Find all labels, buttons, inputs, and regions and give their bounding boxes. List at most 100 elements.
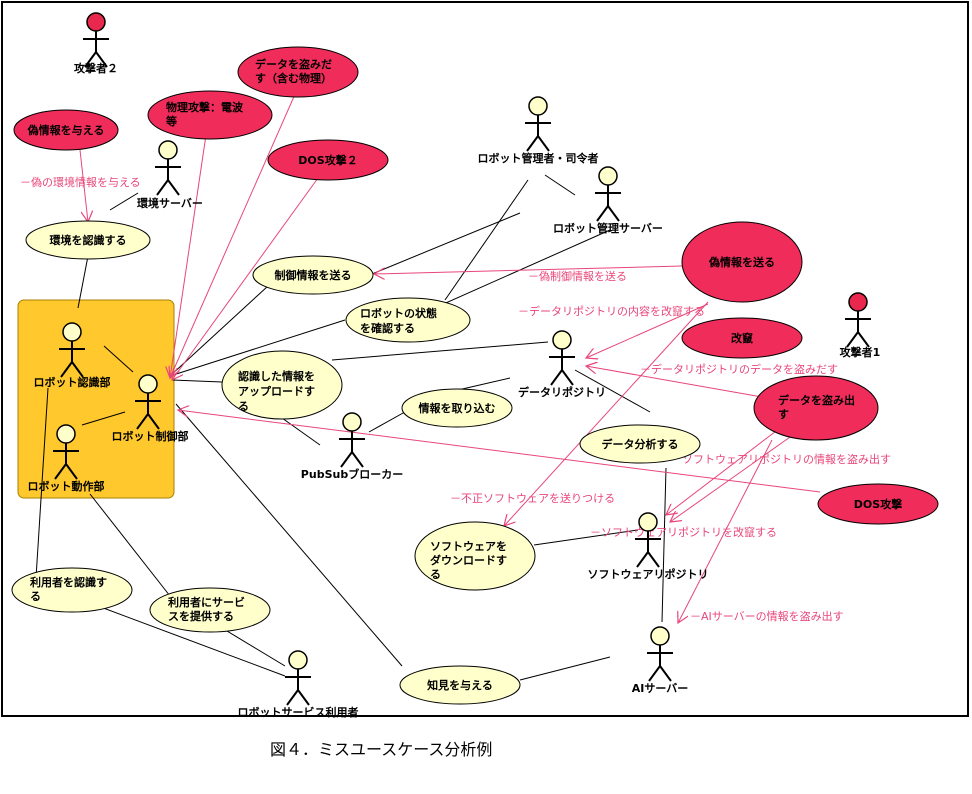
actor-label: ロボットサービス利用者: [238, 705, 359, 719]
actor-leg-right: [71, 361, 84, 378]
attack-label: す（含む物理）: [255, 71, 332, 85]
attack-send-fake-info[interactable]: 偽情報を送る: [681, 221, 803, 303]
use-case-label: ロボットの状態: [360, 306, 437, 320]
actor-leg-left: [526, 135, 539, 152]
actor-leg-left: [636, 551, 649, 568]
use-case-upload-info[interactable]: 認識した情報を アップロードす る: [221, 350, 343, 420]
actor-label: PubSubブローカー: [301, 467, 403, 481]
actor-head: [638, 512, 658, 532]
actor-robot-recog[interactable]: ロボット認識部: [34, 322, 111, 389]
use-case-label: 利用者にサービ: [168, 595, 245, 609]
threat-lines: [79, 91, 821, 623]
actor-head: [528, 96, 548, 116]
use-case-label: アップロードす: [238, 384, 315, 398]
threat-label-steal-ai: －AIサーバーの情報を盗み出す: [690, 609, 844, 623]
use-case-provide-service[interactable]: 利用者にサービ スを提供する: [149, 587, 271, 633]
threat-label-fake-env: －偽の環境情報を与える: [20, 175, 141, 189]
actor-leg-left: [550, 369, 563, 386]
attack-steal-data[interactable]: データを盗み出 す: [753, 375, 879, 441]
actor-leg-left: [596, 205, 609, 222]
actor-pubsub[interactable]: PubSubブローカー: [301, 412, 403, 481]
threat-label-steal-repo: －データリポジトリのデータを盗みだす: [640, 362, 838, 376]
actor-sw-repo[interactable]: ソフトウェアリポジトリ: [588, 512, 709, 581]
actor-head: [138, 374, 158, 394]
actor-label: データリポジトリ: [518, 385, 606, 399]
actor-service-user[interactable]: ロボットサービス利用者: [238, 650, 359, 719]
use-case-label: データ分析する: [602, 437, 679, 451]
attack-label: す: [778, 408, 789, 421]
attack-label: 等: [165, 114, 177, 128]
actor-leg-right: [147, 413, 160, 430]
use-case-label: る: [238, 400, 249, 413]
actor-leg-right: [561, 369, 574, 386]
actor-robot-motion[interactable]: ロボット動作部: [28, 424, 105, 493]
actor-robot-admin[interactable]: ロボット管理者・司令者: [478, 96, 599, 165]
actor-ai-server[interactable]: AIサーバー: [632, 626, 689, 695]
actor-data-repo[interactable]: データリポジトリ: [518, 330, 606, 399]
actor-head: [650, 626, 670, 646]
actor-head: [158, 140, 178, 160]
use-case-label: スを提供する: [168, 609, 234, 623]
use-case-label: 制御情報を送る: [275, 268, 352, 282]
actor-label: ロボット管理サーバー: [553, 221, 663, 235]
attack-label: データを盗み出: [778, 393, 855, 407]
actor-label: ロボット認識部: [34, 375, 111, 389]
attack-label: 偽情報を与える: [27, 123, 105, 137]
use-case-label: を確認する: [360, 321, 415, 335]
threat-label-tamper-repo: －データリポジトリの内容を改竄する: [518, 304, 705, 318]
actor-leg-left: [60, 361, 73, 378]
actor-leg-left: [648, 665, 661, 682]
attack-label: DOS攻撃: [854, 497, 902, 511]
actor-head: [56, 424, 76, 444]
actor-head: [288, 650, 308, 670]
use-case-analyze-data[interactable]: データ分析する: [579, 424, 701, 464]
threat-label-bad-sw: －不正ソフトウェアを送りつける: [450, 491, 615, 505]
attack-tamper[interactable]: 改竄: [681, 317, 803, 359]
actor-label: ロボット制御部: [112, 429, 189, 443]
attack-steal-data-physical[interactable]: データを盗みだ す（含む物理）: [237, 46, 359, 98]
actor-label: ロボット管理者・司令者: [478, 151, 599, 165]
actor-leg-left: [156, 179, 169, 196]
actor-head: [598, 166, 618, 186]
use-case-import-info[interactable]: 情報を取り込む: [401, 388, 513, 428]
actor-leg-right: [647, 551, 660, 568]
actor-head: [342, 412, 362, 432]
attack-give-fake-info[interactable]: 偽情報を与える: [13, 109, 119, 151]
attack-physical[interactable]: 物理攻撃：電波 等: [147, 90, 273, 140]
attack-dos[interactable]: DOS攻撃: [817, 483, 939, 525]
actor-leg-left: [340, 451, 353, 468]
actor-head: [848, 292, 868, 312]
actor-attacker1[interactable]: 攻撃者1: [840, 292, 881, 359]
use-case-label: る: [30, 590, 41, 603]
actor-label: ソフトウェアリポジトリ: [588, 567, 709, 581]
actor-label: 攻撃者２: [74, 61, 118, 75]
use-case-recognize-env[interactable]: 環境を認識する: [25, 220, 151, 260]
actor-robot-mgmt-server[interactable]: ロボット管理サーバー: [553, 166, 663, 235]
attack-label: 改竄: [731, 331, 753, 345]
use-case-label: ソフトウェアを: [430, 540, 507, 553]
actor-label: 環境サーバー: [137, 196, 203, 210]
actor-attacker2[interactable]: 攻撃者２: [74, 12, 118, 75]
actor-label: AIサーバー: [632, 682, 689, 695]
threat-label-tamper-sw: －ソフトウェアリポジトリを改竄する: [590, 525, 777, 539]
use-case-download-software[interactable]: ソフトウェアを ダウンロードす る: [414, 521, 536, 591]
use-case-recognize-user[interactable]: 利用者を認識す る: [11, 567, 133, 613]
actor-leg-right: [857, 331, 870, 348]
use-case-label: 知見を与える: [426, 678, 493, 692]
actor-env-server[interactable]: 環境サーバー: [137, 140, 203, 210]
actor-leg-right: [659, 665, 672, 682]
use-case-give-knowledge[interactable]: 知見を与える: [399, 665, 521, 705]
attack-dos2[interactable]: DOS攻撃２: [267, 139, 389, 181]
actor-label: ロボット動作部: [28, 479, 105, 493]
actor-head: [62, 322, 82, 342]
actor-head: [86, 12, 106, 32]
use-case-label: 認識した情報を: [238, 369, 315, 383]
actor-leg-right: [607, 205, 620, 222]
use-case-send-control-info[interactable]: 制御情報を送る: [252, 255, 374, 295]
use-case-label: る: [430, 568, 441, 581]
actor-robot-ctrl[interactable]: ロボット制御部: [112, 374, 189, 443]
use-case-check-robot-state[interactable]: ロボットの状態 を確認する: [345, 297, 471, 343]
threat-label-steal-sw: ソフトウェアリポジトリの情報を盗み出す: [682, 452, 891, 466]
